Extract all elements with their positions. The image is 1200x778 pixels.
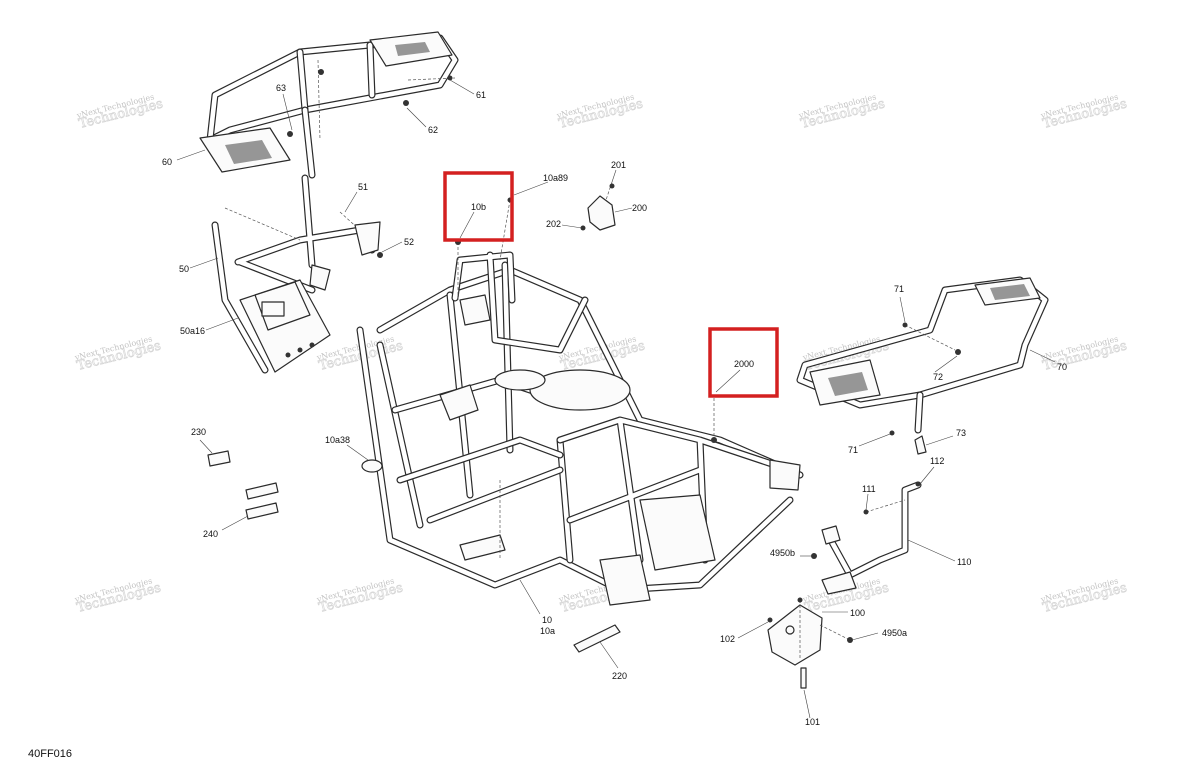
callout-220[interactable]: 220 — [612, 671, 627, 681]
callout-73[interactable]: 73 — [956, 428, 966, 438]
callout-230[interactable]: 230 — [191, 427, 206, 437]
callout-51[interactable]: 51 — [358, 182, 368, 192]
front-bumper-assembly — [211, 174, 383, 374]
diagram-id: 40FF016 — [28, 748, 72, 760]
leader-lines — [176, 79, 1056, 719]
callout-112[interactable]: 112 — [930, 456, 944, 466]
callout-62[interactable]: 62 — [428, 125, 438, 135]
callout-200[interactable]: 200 — [632, 203, 647, 213]
callout-71-top[interactable]: 71 — [894, 284, 904, 294]
callout-111[interactable]: 111 — [862, 484, 876, 494]
callout-102[interactable]: 102 — [720, 634, 735, 644]
callout-100[interactable]: 100 — [850, 608, 865, 618]
callout-61[interactable]: 61 — [476, 90, 486, 100]
front-rack-assembly — [199, 31, 459, 179]
callout-201[interactable]: 201 — [611, 160, 626, 170]
highlight-box-10b — [443, 171, 514, 242]
callout-63[interactable]: 63 — [276, 83, 286, 93]
callout-52[interactable]: 52 — [404, 237, 414, 247]
callout-2000[interactable]: 2000 — [734, 359, 754, 369]
main-frame — [356, 197, 804, 606]
callout-71-bottom[interactable]: 71 — [848, 445, 858, 455]
pad-240-b — [245, 502, 279, 520]
callout-202[interactable]: 202 — [546, 219, 561, 229]
callout-50[interactable]: 50 — [179, 264, 189, 274]
rear-rack-assembly — [796, 276, 1049, 455]
callout-10a[interactable]: 10a — [540, 626, 555, 636]
highlight-box-2000 — [708, 327, 779, 398]
pad-230 — [207, 450, 231, 467]
grommet-10a38 — [361, 459, 383, 473]
callout-4950b[interactable]: 4950b — [770, 548, 795, 558]
pad-240-a — [245, 482, 279, 500]
plate-220 — [573, 624, 621, 653]
bracket-200 — [580, 181, 616, 231]
loose-parts — [207, 450, 621, 653]
callout-72[interactable]: 72 — [933, 372, 943, 382]
callout-50a16[interactable]: 50a16 — [180, 326, 205, 336]
callout-240[interactable]: 240 — [203, 529, 218, 539]
callout-10b[interactable]: 10b — [471, 202, 486, 212]
callout-60[interactable]: 60 — [162, 157, 172, 167]
tube-assembly-110 — [811, 481, 922, 595]
callout-10[interactable]: 10 — [542, 615, 552, 625]
callout-10a38[interactable]: 10a38 — [325, 435, 350, 445]
callout-101[interactable]: 101 — [805, 717, 820, 727]
callout-70[interactable]: 70 — [1057, 362, 1067, 372]
callout-labels: 63 61 62 60 51 52 50 50a16 10b 10a89 201… — [162, 83, 1067, 727]
bracket-100 — [767, 597, 853, 689]
callout-10a89[interactable]: 10a89 — [543, 173, 568, 183]
callout-4950a[interactable]: 4950a — [882, 628, 907, 638]
callout-110[interactable]: 110 — [957, 557, 971, 567]
